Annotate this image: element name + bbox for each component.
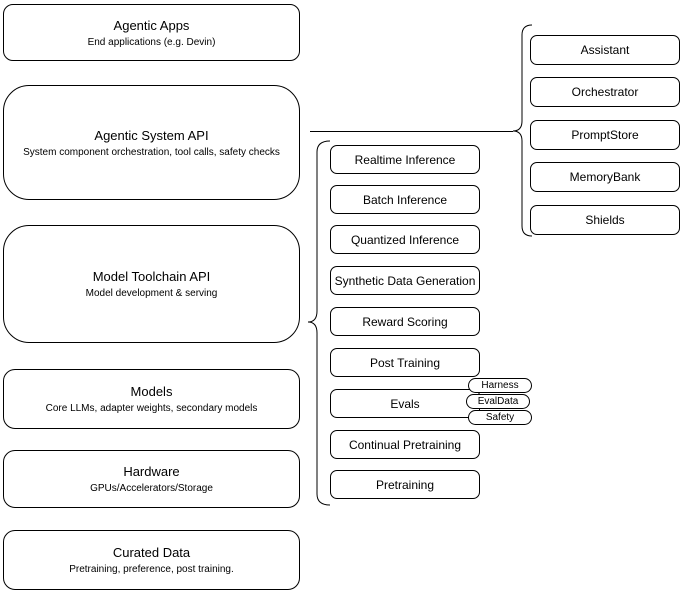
node-curated-data: Curated Data Pretraining, preference, po…: [3, 530, 300, 590]
node-promptstore: PromptStore: [530, 120, 680, 150]
tag-safety: Safety: [468, 410, 532, 425]
node-continual-pretraining: Continual Pretraining: [330, 430, 480, 459]
node-title: Models: [130, 384, 173, 399]
node-assistant: Assistant: [530, 35, 680, 65]
node-subtitle: System component orchestration, tool cal…: [23, 146, 280, 158]
node-memorybank: MemoryBank: [530, 162, 680, 192]
node-subtitle: Model development & serving: [85, 288, 218, 299]
node-title: Model Toolchain API: [92, 269, 211, 284]
node-pretraining: Pretraining: [330, 470, 480, 499]
node-title: Curated Data: [112, 545, 191, 560]
node-orchestrator: Orchestrator: [530, 77, 680, 107]
node-subtitle: Core LLMs, adapter weights, secondary mo…: [45, 403, 258, 414]
node-batch-inference: Batch Inference: [330, 185, 480, 214]
toolchain-group-brace: [307, 140, 331, 506]
node-title: Agentic Apps: [113, 17, 190, 33]
tag-harness: Harness: [468, 378, 532, 393]
node-subtitle: GPUs/Accelerators/Storage: [90, 483, 213, 494]
node-models: Models Core LLMs, adapter weights, secon…: [3, 369, 300, 429]
node-quantized-inference: Quantized Inference: [330, 225, 480, 254]
node-synthetic-data-generation: Synthetic Data Generation: [330, 266, 480, 295]
node-model-toolchain-api: Model Toolchain API Model development & …: [3, 225, 300, 343]
tag-evaldata: EvalData: [466, 394, 530, 409]
node-agentic-apps: Agentic Apps End applications (e.g. Devi…: [3, 4, 300, 61]
node-evals: Evals: [330, 389, 480, 418]
node-reward-scoring: Reward Scoring: [330, 307, 480, 336]
node-subtitle: End applications (e.g. Devin): [87, 36, 216, 48]
node-hardware: Hardware GPUs/Accelerators/Storage: [3, 450, 300, 508]
node-post-training: Post Training: [330, 348, 480, 377]
node-shields: Shields: [530, 205, 680, 235]
node-title: Agentic System API: [94, 127, 209, 143]
node-subtitle: Pretraining, preference, post training.: [69, 564, 234, 575]
node-title: Hardware: [123, 464, 180, 479]
node-realtime-inference: Realtime Inference: [330, 145, 480, 174]
node-agentic-system-api: Agentic System API System component orch…: [3, 85, 300, 200]
